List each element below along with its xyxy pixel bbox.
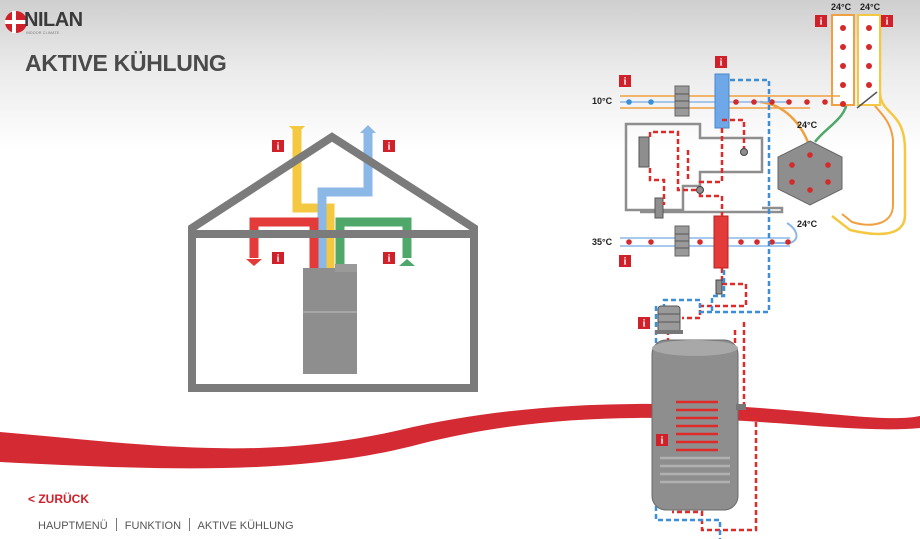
receiver: [638, 136, 650, 168]
indoor-unit: [303, 268, 357, 374]
svg-text:i: i: [624, 77, 627, 88]
info-icon[interactable]: i: [272, 140, 284, 153]
svg-text:i: i: [886, 17, 889, 28]
breadcrumb-function[interactable]: FUNKTION: [124, 520, 182, 532]
airflow-arrow-up: [360, 125, 376, 133]
svg-text:i: i: [661, 436, 664, 447]
svg-text:i: i: [388, 142, 391, 153]
breadcrumb-active-cooling: AKTIVE KÜHLUNG: [197, 520, 294, 532]
refrigerant-line-cold: [662, 78, 771, 314]
svg-text:i: i: [277, 142, 280, 153]
decorative-wave: [0, 403, 920, 469]
svg-text:i: i: [820, 17, 823, 28]
svg-text:i: i: [624, 257, 627, 268]
extract-arrow-up: [399, 259, 415, 266]
info-icon[interactable]: i: [383, 252, 395, 265]
info-icon[interactable]: i: [638, 317, 650, 330]
temp-lower-mid: 24°C: [797, 219, 818, 229]
brand-name: NILAN: [24, 9, 83, 31]
airflow-warm-exhaust: [292, 128, 335, 272]
svg-text:i: i: [720, 58, 723, 69]
supply-arrow-down: [246, 259, 262, 266]
back-button[interactable]: < ZURÜCK: [28, 492, 90, 506]
info-icon[interactable]: i: [383, 140, 395, 153]
svg-text:i: i: [277, 254, 280, 265]
info-icon[interactable]: i: [815, 15, 827, 28]
info-icon[interactable]: i: [619, 75, 631, 88]
airflow-arrow-down: [289, 126, 305, 134]
svg-text:i: i: [643, 319, 646, 330]
condenser: [713, 215, 729, 269]
breadcrumb: HAUPTMENÜ FUNKTION AKTIVE KÜHLUNG: [38, 518, 294, 532]
duct-yellow-loop: [831, 15, 907, 236]
house-diagram: [188, 125, 478, 392]
temp-top-left: 24°C: [831, 2, 852, 12]
breadcrumb-separator: [189, 518, 191, 531]
expansion-valve-1: [740, 148, 748, 156]
hot-water-tank: [651, 339, 746, 511]
info-icon[interactable]: i: [619, 255, 631, 268]
house-outline: [188, 132, 478, 392]
filter-drier: [715, 279, 723, 295]
danish-flag-logo: [5, 11, 27, 33]
airflow-supply: [249, 217, 319, 272]
brand-tagline: INDOOR CLIMATE: [26, 31, 60, 35]
duct-blue-return: [773, 222, 798, 244]
expansion-valve-2: [696, 186, 704, 194]
nilan-logo: NILAN INDOOR CLIMATE: [4, 8, 104, 36]
airflow-extract: [335, 217, 412, 272]
breadcrumb-main-menu[interactable]: HAUPTMENÜ: [38, 520, 108, 532]
temp-upper-mid: 24°C: [797, 120, 818, 130]
info-icon[interactable]: i: [881, 15, 893, 28]
technical-diagram: 24°C 24°C 10°C 24°C 24°C 35°C: [592, 2, 907, 539]
refrigerant-frame: [624, 122, 764, 212]
compressor: [655, 305, 683, 334]
page-title: AKTIVE KÜHLUNG: [25, 50, 227, 76]
info-icon[interactable]: i: [272, 252, 284, 265]
info-icon[interactable]: i: [656, 434, 668, 447]
breadcrumb-separator: [115, 518, 117, 531]
temp-top-right: 24°C: [860, 2, 881, 12]
info-icon[interactable]: i: [715, 56, 727, 69]
temp-outdoor-in: 10°C: [592, 96, 613, 106]
heat-exchanger: [777, 140, 843, 206]
temp-condenser-in: 35°C: [592, 237, 613, 247]
svg-text:i: i: [388, 254, 391, 265]
